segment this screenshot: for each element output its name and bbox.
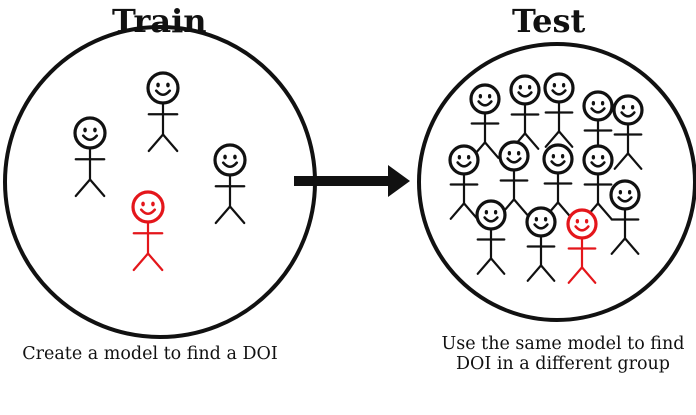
stick-figure-icon-highlighted — [131, 190, 165, 272]
stick-figure-icon — [73, 116, 107, 198]
stick-figure-icon — [448, 144, 480, 220]
stick-figure-icon — [213, 143, 247, 225]
train-people — [73, 71, 247, 272]
stick-figure-icon — [475, 199, 507, 275]
stick-figure-icon — [582, 144, 614, 220]
train-title: Train — [112, 2, 207, 40]
stick-figure-icon — [146, 71, 180, 153]
stick-figure-icon — [542, 143, 574, 219]
test-group-circle — [417, 42, 696, 322]
test-people — [448, 72, 644, 284]
stick-figure-icon — [498, 140, 530, 216]
test-title: Test — [512, 2, 586, 40]
stick-figure-icon — [609, 179, 641, 255]
stick-figure-icon-highlighted — [566, 208, 598, 284]
train-caption: Create a model to find a DOI — [22, 344, 278, 364]
stick-figure-icon — [509, 74, 541, 150]
stick-figure-icon — [543, 72, 575, 148]
test-caption: Use the same model to find DOI in a diff… — [441, 334, 685, 374]
stick-figure-icon — [612, 94, 644, 170]
right-arrow-icon — [294, 165, 410, 197]
stick-figure-icon — [525, 206, 557, 282]
stick-figure-icon — [469, 83, 501, 159]
